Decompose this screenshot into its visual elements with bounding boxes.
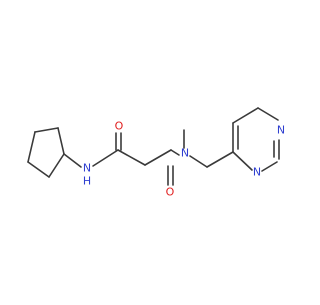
bond (34, 127, 59, 133)
bond (63, 153, 82, 168)
bond (257, 107, 279, 121)
atom-labels: N H O O N N N (83, 120, 285, 199)
pyrimidine-nitrogen-bottom-label: N (253, 166, 261, 179)
bond (144, 149, 172, 166)
bond (189, 155, 208, 168)
nh-nitrogen-label: N (83, 162, 91, 175)
bond (92, 149, 119, 167)
bond (27, 161, 50, 178)
bond (48, 153, 65, 178)
bonds (27, 107, 280, 186)
bond (117, 149, 146, 166)
amide-nitrogen-label: N (181, 147, 189, 160)
bond (206, 151, 234, 168)
bond (57, 127, 65, 155)
bond (27, 131, 36, 163)
oxygen-top-label: O (115, 120, 124, 133)
bond (261, 161, 278, 172)
bond (232, 151, 253, 171)
structure-diagram: N H O O N N N (27, 107, 285, 199)
oxygen-bottom-label: O (166, 186, 175, 199)
nh-hydrogen-label: H (83, 175, 91, 188)
molecule-canvas: N H O O N N N (27, 107, 285, 199)
pyrimidine-nitrogen-top-label: N (277, 124, 285, 137)
bond (170, 149, 180, 156)
bond (232, 107, 259, 124)
